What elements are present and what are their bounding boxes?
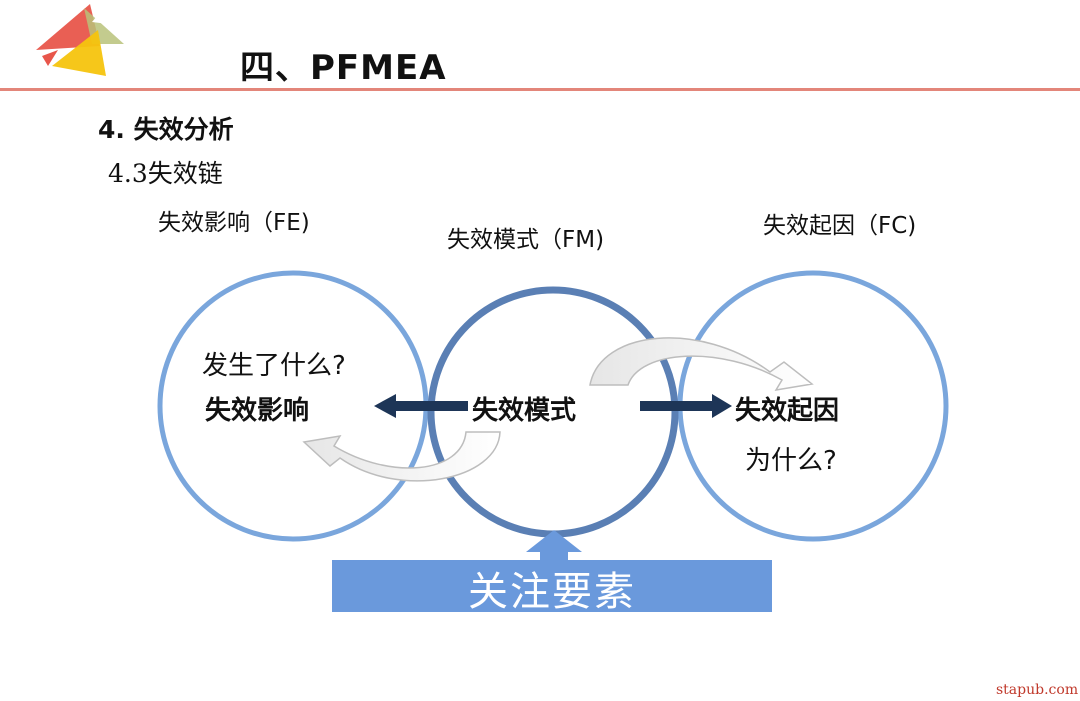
mode-circle-title: 失效模式（FM) xyxy=(447,227,605,253)
curved-arrow-lower xyxy=(302,431,501,482)
focus-elements-label: 关注要素 xyxy=(468,569,636,612)
left-arrow xyxy=(374,394,468,418)
cause-question: 为什么? xyxy=(745,446,837,476)
logo-triangles-icon xyxy=(36,4,124,76)
up-arrow xyxy=(526,530,582,560)
title-divider xyxy=(0,88,1080,91)
focus-elements-box xyxy=(332,560,772,612)
cause-circle-title: 失效起因（FC) xyxy=(763,213,917,239)
page-title: 四、PFMEA xyxy=(240,48,447,88)
effect-circle-title: 失效影响（FE) xyxy=(158,210,310,236)
effect-label: 失效影响 xyxy=(205,396,310,426)
right-arrow xyxy=(640,394,732,418)
effect-question: 发生了什么? xyxy=(202,351,346,381)
cause-label: 失效起因 xyxy=(735,396,840,426)
watermark: stapub.com xyxy=(996,682,1079,698)
subsection-heading: 4.3失效链 xyxy=(108,159,223,188)
curved-arrow-upper xyxy=(589,337,814,392)
mode-label: 失效模式 xyxy=(472,396,577,426)
section-heading: 4. 失效分析 xyxy=(98,115,234,144)
